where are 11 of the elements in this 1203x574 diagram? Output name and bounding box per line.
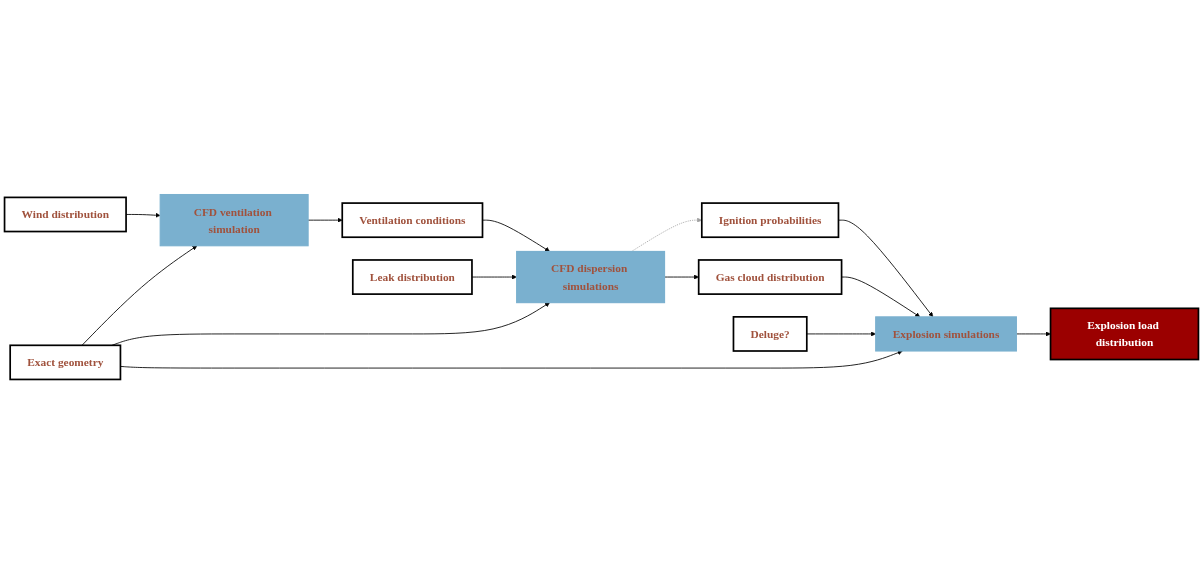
node-box: Explosion simulations (875, 316, 1017, 352)
node-box: Wind distribution (3, 196, 127, 233)
node-box: Deluge? (732, 316, 808, 352)
node-box: Leak distribution (351, 259, 473, 295)
node-box: CFD ventilation simulation (159, 194, 309, 247)
node-box: Ventilation conditions (341, 202, 484, 239)
node-box: Exact geometry (9, 344, 122, 381)
node-box: Ignition probabilities (700, 202, 840, 239)
node-box: CFD dispersion simulations (516, 250, 666, 304)
node-box: Gas cloud distribution (697, 259, 843, 295)
node-box: Explosion load distribution (1049, 307, 1200, 361)
